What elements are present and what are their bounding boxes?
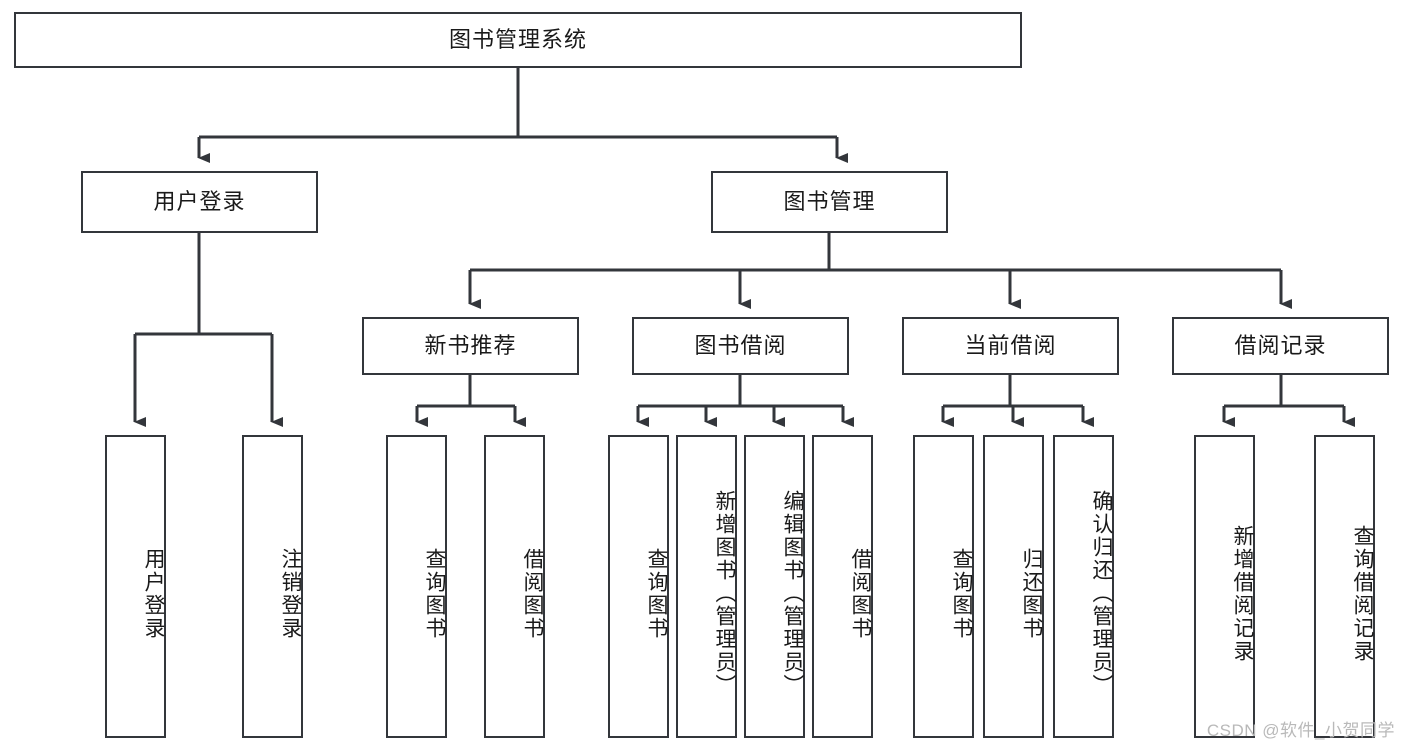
node-leaf-borrow-book-1[interactable]: 借阅图书 xyxy=(484,435,545,738)
node-root[interactable]: 图书管理系统 xyxy=(14,12,1022,68)
node-leaf-query-book-2-label: 查询图书 xyxy=(645,547,668,640)
node-root-label: 图书管理系统 xyxy=(448,26,587,52)
node-leaf-borrow-book-2-label: 借阅图书 xyxy=(849,547,872,640)
node-leaf-query-record-label: 查询借阅记录 xyxy=(1351,524,1374,663)
node-leaf-user-login[interactable]: 用户登录 xyxy=(105,435,166,738)
node-book-manage-label: 图书管理 xyxy=(783,188,876,214)
node-user-login-label: 用户登录 xyxy=(153,188,246,214)
node-book-borrow[interactable]: 图书借阅 xyxy=(632,317,849,375)
node-leaf-return-book[interactable]: 归还图书 xyxy=(983,435,1044,738)
node-leaf-return-book-label: 归还图书 xyxy=(1020,547,1043,640)
node-leaf-query-book-1[interactable]: 查询图书 xyxy=(386,435,447,738)
node-leaf-query-book-3[interactable]: 查询图书 xyxy=(913,435,974,738)
node-leaf-borrow-book-2[interactable]: 借阅图书 xyxy=(812,435,873,738)
node-borrow-record[interactable]: 借阅记录 xyxy=(1172,317,1389,375)
node-leaf-add-book[interactable]: 新增图书（管理员） xyxy=(676,435,737,738)
node-current-borrow-label: 当前借阅 xyxy=(964,332,1057,358)
node-leaf-logout[interactable]: 注销登录 xyxy=(242,435,303,738)
node-leaf-query-book-2[interactable]: 查询图书 xyxy=(608,435,669,738)
node-leaf-confirm-return-label: 确认归还（管理员） xyxy=(1090,490,1113,697)
node-leaf-edit-book[interactable]: 编辑图书（管理员） xyxy=(744,435,805,738)
node-leaf-add-record[interactable]: 新增借阅记录 xyxy=(1194,435,1255,738)
node-book-manage[interactable]: 图书管理 xyxy=(711,171,948,233)
node-borrow-record-label: 借阅记录 xyxy=(1234,332,1327,358)
node-book-borrow-label: 图书借阅 xyxy=(694,332,787,358)
node-leaf-logout-label: 注销登录 xyxy=(279,547,302,640)
node-leaf-confirm-return[interactable]: 确认归还（管理员） xyxy=(1053,435,1114,738)
node-leaf-edit-book-label: 编辑图书（管理员） xyxy=(781,490,804,697)
node-user-login[interactable]: 用户登录 xyxy=(81,171,318,233)
node-leaf-user-login-label: 用户登录 xyxy=(142,547,165,640)
watermark-text: CSDN @软件_小贺同学 xyxy=(1206,721,1395,740)
node-leaf-query-book-1-label: 查询图书 xyxy=(423,547,446,640)
node-leaf-borrow-book-1-label: 借阅图书 xyxy=(521,547,544,640)
node-current-borrow[interactable]: 当前借阅 xyxy=(902,317,1119,375)
node-leaf-query-record[interactable]: 查询借阅记录 xyxy=(1314,435,1375,738)
node-new-book-rec-label: 新书推荐 xyxy=(424,332,517,358)
node-leaf-query-book-3-label: 查询图书 xyxy=(950,547,973,640)
node-leaf-add-record-label: 新增借阅记录 xyxy=(1231,524,1254,663)
node-new-book-rec[interactable]: 新书推荐 xyxy=(362,317,579,375)
node-leaf-add-book-label: 新增图书（管理员） xyxy=(713,490,736,697)
